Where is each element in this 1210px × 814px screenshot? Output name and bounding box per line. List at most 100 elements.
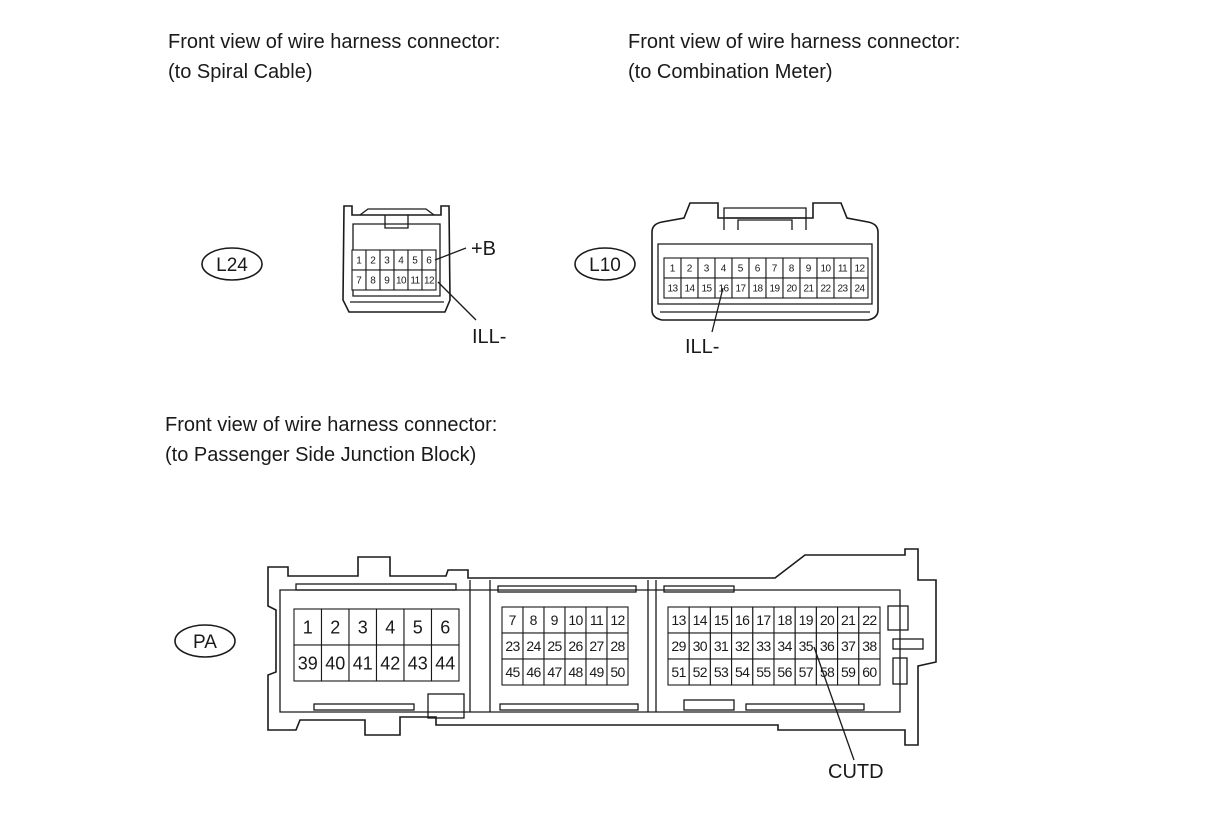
pa-terminal-cell	[858, 658, 881, 686]
pa-terminal-number: 55	[756, 664, 771, 680]
l10-tag: L10	[589, 255, 621, 276]
l24-tag: L24	[216, 255, 248, 276]
pa-terminal-cell	[606, 658, 629, 686]
pa-terminal-number: 25	[547, 638, 562, 654]
pa-terminal-number: 20	[820, 612, 835, 628]
pa-terminal-number: 45	[505, 664, 520, 680]
l10-terminal-number: 9	[806, 264, 812, 275]
l10-ill-leader	[711, 287, 724, 333]
pa-terminal-number: 1	[303, 617, 313, 637]
pa-side-slot-3	[892, 657, 908, 685]
pa-terminal-cell	[430, 608, 460, 646]
l24-terminal-cell	[421, 269, 437, 291]
pa-terminal-number: 39	[298, 653, 318, 673]
pa-terminal-number: 12	[610, 612, 625, 628]
pa-terminal-number: 15	[714, 612, 729, 628]
pa-terminal-number: 56	[777, 664, 792, 680]
pa-terminal-number: 60	[862, 664, 877, 680]
pa-terminal-number: 52	[693, 664, 708, 680]
pa-rail-top-1	[295, 583, 457, 591]
l24-terminal-number: 4	[398, 256, 404, 267]
l10-terminal-number: 17	[736, 284, 747, 295]
l24-tag-oval	[201, 247, 263, 281]
pa-terminal-number: 57	[799, 664, 814, 680]
l10-terminal-number: 19	[770, 284, 781, 295]
pa-key-block	[427, 693, 465, 719]
l10-tag-oval	[574, 247, 636, 281]
l10-terminal-number: 8	[789, 264, 795, 275]
l10-terminal-number: 24	[855, 284, 866, 295]
pa-terminal-number: 40	[325, 653, 345, 673]
pa-terminal-number: 8	[530, 612, 538, 628]
pa-rail-bottom-4	[745, 703, 865, 711]
pa-terminal-number: 27	[589, 638, 604, 654]
pa-terminal-number: 16	[735, 612, 750, 628]
pa-terminal-number: 36	[820, 638, 835, 654]
l24-terminal-number: 7	[356, 276, 362, 287]
caption-spiral-line1: Front view of wire harness connector:	[168, 31, 501, 53]
l24-terminal-number: 8	[370, 276, 376, 287]
l24-terminal-number: 3	[384, 256, 390, 267]
l10-terminal-number: 12	[855, 264, 866, 275]
pa-terminal-number: 18	[777, 612, 792, 628]
pa-terminal-cell	[375, 644, 405, 682]
pa-terminal-number: 35	[799, 638, 814, 654]
pa-terminal-number: 14	[693, 612, 708, 628]
pa-terminal-number: 11	[590, 612, 604, 628]
pa-terminal-number: 29	[671, 638, 686, 654]
l24-terminal-number: 9	[384, 276, 390, 287]
l24-terminal-number: 11	[410, 276, 420, 287]
pa-terminal-number: 26	[568, 638, 583, 654]
l10-terminal-number: 21	[804, 284, 815, 295]
pa-terminal-number: 43	[408, 653, 428, 673]
l10-terminal-number: 2	[687, 264, 693, 275]
pa-terminal-cell	[293, 644, 323, 682]
pa-tag: PA	[193, 632, 217, 653]
l24-terminal-number: 5	[412, 256, 418, 267]
pa-terminal-number: 22	[862, 612, 877, 628]
pa-rail-top-3	[663, 585, 735, 593]
l10-latch	[723, 207, 807, 230]
l10-ill-label: ILL-	[685, 336, 719, 358]
l24-terminal-number: 10	[396, 276, 407, 287]
pa-rail-bottom-3	[683, 699, 735, 711]
pa-terminal-cell	[430, 644, 460, 682]
pa-terminal-number: 24	[526, 638, 541, 654]
pa-terminal-number: 9	[551, 612, 559, 628]
pa-terminal-number: 30	[693, 638, 708, 654]
pa-terminal-number: 50	[610, 664, 625, 680]
pa-terminal-number: 17	[756, 612, 771, 628]
pa-terminal-cell	[320, 644, 350, 682]
l10-terminal-number: 16	[719, 284, 730, 295]
caption-junction-block: Front view of wire harness connector: (t…	[165, 410, 497, 470]
pa-terminal-number: 5	[413, 617, 423, 637]
pa-terminal-number: 28	[610, 638, 625, 654]
l10-terminal-number: 13	[668, 284, 679, 295]
pa-terminal-number: 58	[820, 664, 835, 680]
caption-meter-line2: (to Combination Meter)	[628, 61, 833, 83]
pa-tag-oval	[174, 624, 236, 658]
pa-terminal-cell	[403, 644, 433, 682]
pa-cutd-leader	[813, 646, 855, 761]
l10-terminal-number: 5	[738, 264, 744, 275]
pa-terminal-number: 37	[841, 638, 856, 654]
l10-terminal-number: 3	[704, 264, 710, 275]
l10-terminal-number: 7	[772, 264, 778, 275]
l10-terminal-number: 4	[721, 264, 727, 275]
l10-terminal-number: 10	[821, 264, 832, 275]
pa-rail-top-2	[497, 585, 637, 593]
pa-terminal-number: 38	[862, 638, 877, 654]
pa-terminal-number: 48	[568, 664, 583, 680]
pa-terminal-number: 21	[841, 612, 856, 628]
l10-terminal-number: 20	[787, 284, 798, 295]
l10-terminal-number: 14	[685, 284, 696, 295]
l24-ill-leader	[437, 281, 477, 321]
pa-terminal-number: 41	[353, 653, 373, 673]
l10-terminal-number: 15	[702, 284, 713, 295]
l24-terminal-number: 12	[424, 276, 435, 287]
l10-terminal-number: 6	[755, 264, 761, 275]
